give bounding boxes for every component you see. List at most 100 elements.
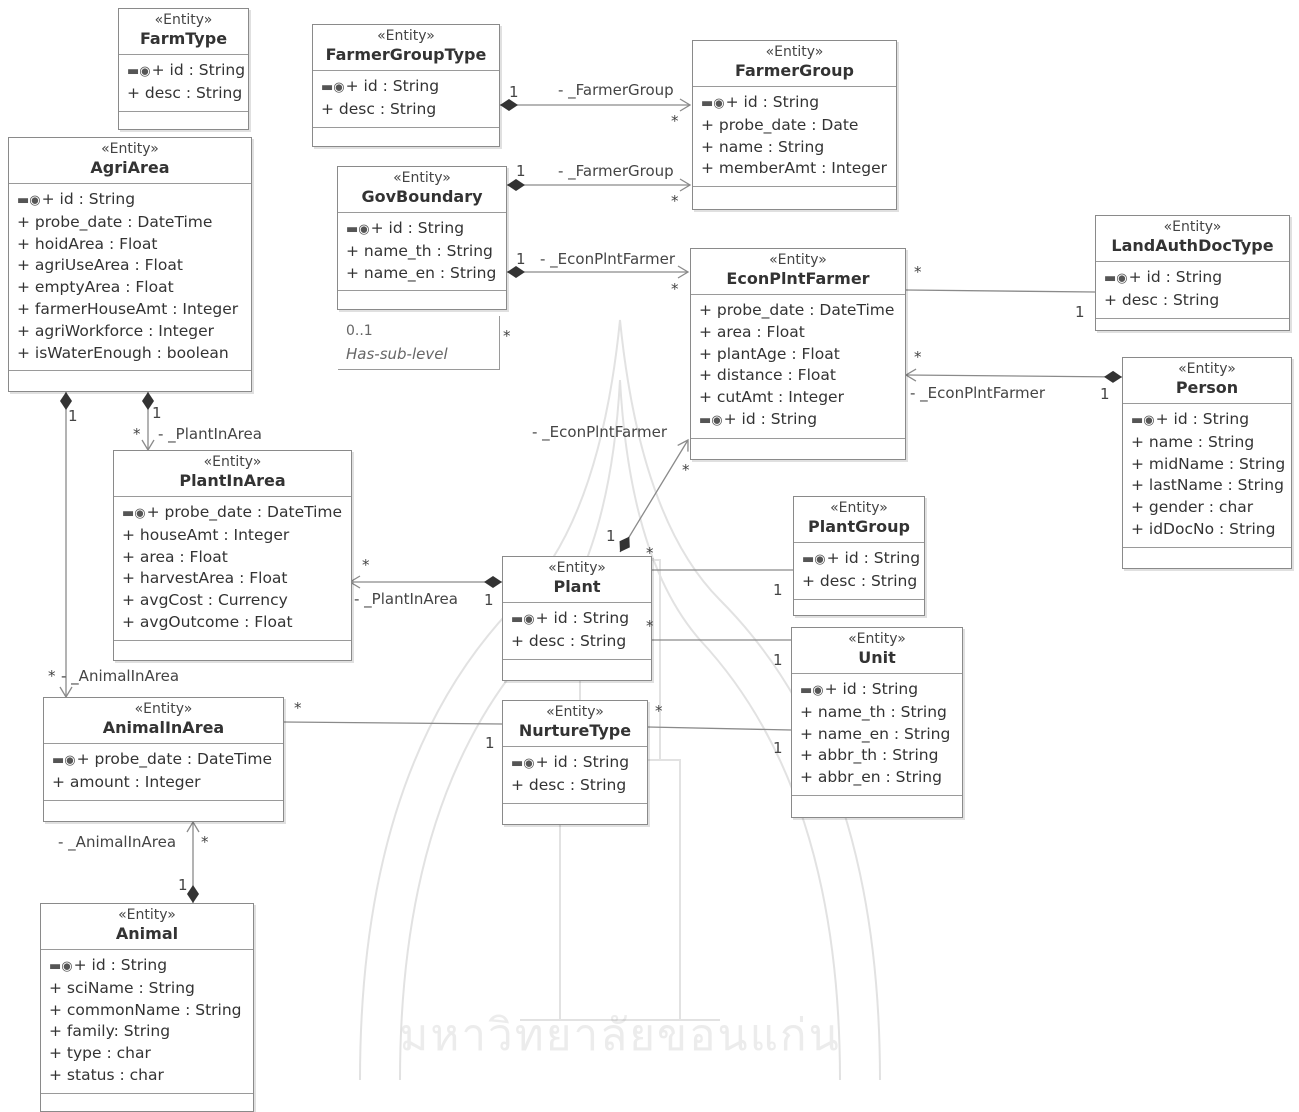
attribute-compartment: ▬◉+ probe_date : DateTime+ houseAmt : In… (114, 497, 351, 641)
composition-diamond-icon (500, 99, 518, 111)
attribute-text: + area : Float (122, 547, 228, 566)
attribute-text: + id : String (41, 190, 136, 208)
entity-plant-in-area[interactable]: «Entity»PlantInArea▬◉+ probe_date : Date… (113, 450, 352, 661)
attribute-row: + name : String (1131, 432, 1291, 454)
attribute-compartment: ▬◉+ id : String+ name_th : String+ name_… (338, 213, 506, 292)
multiplicity-label: 1 (773, 581, 783, 599)
entity-name: NurtureType (518, 721, 632, 740)
entity-farm-type[interactable]: «Entity»FarmType▬◉+ id : String+ desc : … (118, 8, 249, 130)
attribute-compartment: ▬◉+ id : String+ probe_date : DateTime+ … (9, 184, 251, 372)
attribute-text: + name_th : String (346, 241, 493, 260)
attribute-row: + emptyArea : Float (17, 277, 251, 299)
open-arrow-icon (904, 368, 917, 382)
entity-header: «Entity»Person (1123, 358, 1291, 404)
multiplicity-label: 1 (516, 162, 526, 180)
attribute-row: + abbr_en : String (800, 767, 962, 789)
role-name: - _AnimalInArea (58, 833, 177, 851)
attribute-compartment: ▬◉+ id : String+ desc : String (119, 55, 248, 112)
entity-unit[interactable]: «Entity»Unit▬◉+ id : String+ name_th : S… (791, 627, 963, 818)
attribute-compartment: ▬◉+ id : String+ desc : String (503, 747, 647, 804)
association-line[interactable] (283, 721, 503, 725)
attribute-row: ▬◉+ id : String (800, 679, 962, 702)
entity-header: «Entity»LandAuthDocType (1096, 216, 1289, 262)
attribute-text: + name_th : String (800, 702, 947, 721)
attribute-compartment: ▬◉+ id : String+ desc : String (503, 603, 651, 660)
entity-gov-boundary[interactable]: «Entity»GovBoundary▬◉+ id : String+ name… (337, 166, 507, 310)
attribute-text: + id : String (370, 219, 465, 237)
attribute-row: + abbr_th : String (800, 745, 962, 767)
association-line[interactable] (647, 726, 792, 731)
attribute-text: + id : String (1128, 268, 1223, 286)
entity-stereotype: «Entity» (548, 560, 606, 576)
entity-animal-in-area[interactable]: «Entity»AnimalInArea▬◉+ probe_date : Dat… (43, 697, 284, 822)
multiplicity-label: * (201, 833, 209, 851)
association-line[interactable] (905, 289, 1096, 293)
multiplicity-label: 1 (484, 591, 494, 609)
attribute-row: + name_th : String (346, 241, 506, 263)
attribute-text: + probe_date : DateTime (17, 212, 213, 231)
attribute-row: + agriUseArea : Float (17, 255, 251, 277)
entity-nurture-type[interactable]: «Entity»NurtureType▬◉+ id : String+ desc… (502, 700, 648, 825)
multiplicity-label: 1 (516, 250, 526, 268)
role-name: - _EconPlntFarmer (540, 250, 676, 268)
attribute-row: ▬◉+ id : String (49, 955, 253, 978)
entity-farmer-group[interactable]: «Entity»FarmerGroup▬◉+ id : String+ prob… (692, 40, 897, 210)
operation-compartment (693, 187, 896, 192)
multiplicity-label: 1 (606, 527, 616, 545)
entity-plant[interactable]: «Entity»Plant▬◉+ id : String+ desc : Str… (502, 556, 652, 681)
entity-plant-group[interactable]: «Entity»PlantGroup▬◉+ id : String+ desc … (793, 496, 925, 616)
attribute-text: + agriWorkforce : Integer (17, 321, 215, 340)
entity-agri-area[interactable]: «Entity»AgriArea▬◉+ id : String+ probe_d… (8, 137, 252, 392)
open-arrow-icon (679, 178, 692, 192)
attribute-row: + harvestArea : Float (122, 568, 351, 590)
attribute-text: + probe_date : DateTime (699, 301, 895, 319)
key-icon: ▬◉ (511, 612, 535, 627)
entity-person[interactable]: «Entity»Person▬◉+ id : String+ name : St… (1122, 357, 1292, 569)
key-icon: ▬◉ (800, 683, 824, 698)
entity-header: «Entity»AgriArea (9, 138, 251, 184)
attribute-row: ▬◉+ id : String (17, 189, 251, 212)
role-name: - _AnimalInArea (61, 667, 180, 685)
multiplicity-label: 1 (1075, 303, 1085, 321)
attribute-text: + id : String (535, 609, 630, 627)
attribute-row: + distance : Float (699, 365, 905, 387)
entity-animal[interactable]: «Entity»Animal▬◉+ id : String+ sciName :… (40, 903, 254, 1112)
operation-compartment (338, 291, 506, 296)
attribute-text: + type : char (49, 1044, 151, 1063)
entity-econ-plnt-farmer[interactable]: «Entity»EconPlntFarmer+ probe_date : Dat… (690, 248, 906, 460)
entity-name: FarmerGroupType (325, 45, 487, 64)
attribute-row: + type : char (49, 1043, 253, 1065)
entity-farmer-group-type[interactable]: «Entity»FarmerGroupType▬◉+ id : String+ … (312, 24, 500, 147)
composition-diamond-icon (507, 266, 525, 278)
attribute-row: + desc : String (321, 99, 499, 121)
attribute-row: + family: String (49, 1021, 253, 1043)
key-icon: ▬◉ (17, 193, 41, 208)
attribute-text: + name : String (1131, 432, 1255, 451)
role-name: - _FarmerGroup (558, 162, 674, 180)
attribute-text: + desc : String (1104, 290, 1220, 309)
key-icon: ▬◉ (49, 959, 73, 974)
association-line[interactable] (619, 439, 689, 553)
entity-name: FarmerGroup (735, 61, 854, 80)
entity-header: «Entity»AnimalInArea (44, 698, 283, 744)
attribute-text: + farmerHouseAmt : Integer (17, 299, 239, 318)
entity-name: AgriArea (90, 158, 170, 177)
attribute-text: + id : String (824, 680, 919, 698)
attribute-compartment: + probe_date : DateTime+ area : Float+ p… (691, 295, 905, 439)
attribute-text: + probe_date : DateTime (76, 750, 273, 768)
entity-land-auth-doc-type[interactable]: «Entity»LandAuthDocType ▬◉+ id : String + … (1095, 215, 1290, 331)
attribute-text: + id : String (151, 61, 246, 79)
multiplicity-label: * (655, 702, 663, 720)
attribute-compartment: ▬◉+ id : String+ name_th : String+ name_… (792, 674, 962, 796)
key-icon: ▬◉ (1104, 271, 1128, 286)
association-line[interactable] (905, 374, 1123, 378)
attribute-text: + isWaterEnough : boolean (17, 343, 229, 362)
entity-header: «Entity»PlantGroup (794, 497, 924, 543)
operation-compartment (503, 804, 647, 809)
attribute-row: + amount : Integer (52, 772, 283, 794)
attribute-row: + sciName : String (49, 978, 253, 1000)
attribute-text: + avgCost : Currency (122, 591, 288, 610)
role-name: - _EconPlntFarmer (910, 384, 1046, 402)
attribute-compartment: ▬◉+ id : String+ probe_date : Date+ name… (693, 87, 896, 188)
attribute-text: + sciName : String (49, 978, 195, 997)
